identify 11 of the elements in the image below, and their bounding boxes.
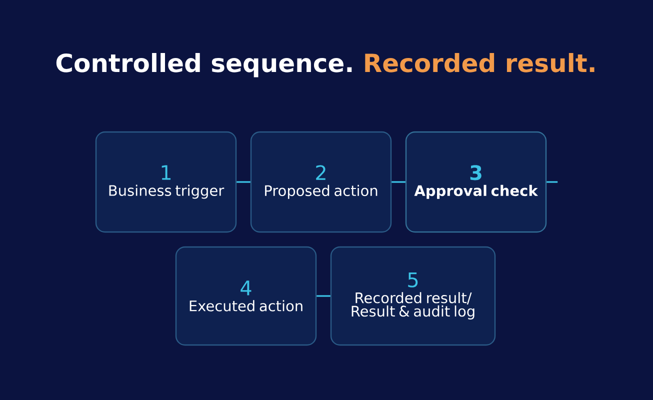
- title: Controlled sequence.: [56, 53, 352, 78]
- step-box: 4 Executed action: [175, 246, 317, 346]
- step-box: 3 Approval check: [405, 131, 547, 233]
- title-highlight: Recorded result.: [365, 53, 594, 72]
- connector-line: [316, 295, 330, 297]
- step-box: 5 Recorded result/ Result & audit log: [330, 246, 496, 346]
- connector-line: [236, 181, 250, 183]
- connector-line: [392, 181, 406, 183]
- step-box: 2 Proposed action: [250, 131, 392, 233]
- step-box: 1 Business trigger: [95, 131, 237, 233]
- connector-line: [546, 181, 558, 183]
